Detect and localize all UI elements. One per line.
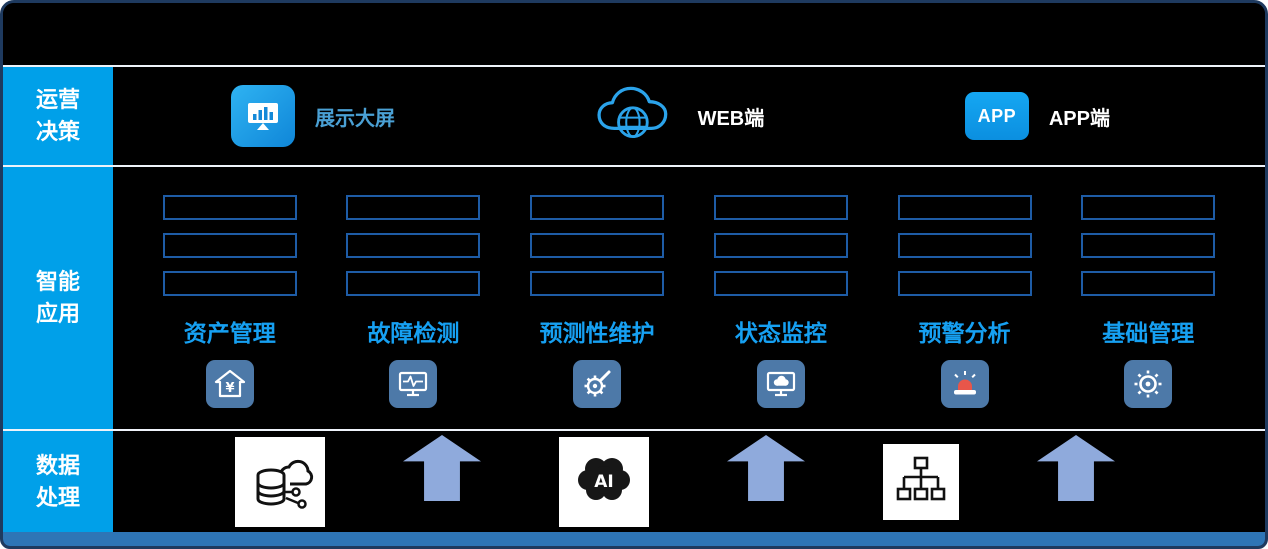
app-column-label: 预警分析 xyxy=(918,320,1011,346)
feature-placeholder-box xyxy=(1081,195,1216,220)
app-label: APP端 xyxy=(1048,107,1110,130)
ai-brain-icon: AI xyxy=(559,436,649,527)
sidebar-section-operations: 运营决策 xyxy=(3,67,113,165)
app-column-label: 资产管理 xyxy=(183,320,276,346)
database-cloud-icon xyxy=(235,436,325,527)
app-column-basic-management: 基础管理 xyxy=(1081,195,1216,408)
row-intelligent-applications: 智能应用 资产管理 ¥ 故障检测 xyxy=(3,165,1265,429)
sidebar-label: 数据处理 xyxy=(35,452,80,510)
ai-label: AI xyxy=(594,472,613,492)
bottom-accent-bar xyxy=(3,532,1265,546)
feature-placeholder-box xyxy=(897,233,1032,258)
app-column-label: 基础管理 xyxy=(1102,320,1195,346)
up-arrow-icon xyxy=(403,435,481,501)
feature-placeholder-box xyxy=(1081,233,1216,258)
sidebar-label: 智能应用 xyxy=(35,269,80,326)
app-column-predictive-maintenance: 预测性维护 xyxy=(530,195,665,408)
feature-placeholder-box xyxy=(713,233,848,258)
alarm-beacon-icon xyxy=(940,360,989,408)
svg-text:¥: ¥ xyxy=(225,381,234,396)
feature-placeholder-box xyxy=(1081,271,1216,296)
monitor-cloud-icon xyxy=(756,360,805,408)
gear-tool-icon xyxy=(573,360,622,408)
feature-placeholder-box xyxy=(530,271,665,296)
feature-placeholder-box xyxy=(897,195,1032,220)
display-screen-label: 展示大屏 xyxy=(315,107,395,130)
monitor-pulse-icon xyxy=(389,360,438,408)
web-label: WEB端 xyxy=(697,107,765,130)
data-row-content: AI xyxy=(113,431,1265,532)
feature-placeholder-box xyxy=(530,195,665,220)
app-badge-icon: APP xyxy=(964,92,1029,140)
app-column-asset-management: 资产管理 ¥ xyxy=(162,195,297,408)
org-chart-icon xyxy=(883,443,959,520)
access-row-content: 展示大屏 WEB端 APP APP端 xyxy=(113,67,1265,165)
feature-placeholder-box xyxy=(346,271,481,296)
feature-placeholder-box xyxy=(162,195,297,220)
row-data-processing: 数据处理 xyxy=(3,429,1265,532)
apps-row-content: 资产管理 ¥ 故障检测 xyxy=(113,167,1265,429)
feature-placeholder-box xyxy=(713,195,848,220)
feature-placeholder-box xyxy=(346,233,481,258)
cloud-globe-icon xyxy=(596,83,678,150)
dashboard-screen-icon xyxy=(231,85,295,147)
feature-placeholder-box xyxy=(346,195,481,220)
feature-placeholder-box xyxy=(162,233,297,258)
house-yen-icon: ¥ xyxy=(205,360,254,408)
access-item-app: APP APP端 xyxy=(964,92,1110,140)
app-column-label: 故障检测 xyxy=(367,320,460,346)
feature-placeholder-box xyxy=(713,271,848,296)
sidebar-section-applications: 智能应用 xyxy=(3,167,113,429)
feature-placeholder-box xyxy=(162,271,297,296)
feature-placeholder-box xyxy=(530,233,665,258)
up-arrow-icon xyxy=(727,435,805,501)
app-column-warning-analysis: 预警分析 xyxy=(897,195,1032,408)
sidebar-label: 运营决策 xyxy=(35,87,80,144)
sidebar-section-data-processing: 数据处理 xyxy=(3,431,113,532)
title-bar xyxy=(3,3,1265,65)
app-column-fault-detection: 故障检测 xyxy=(346,195,481,408)
gear-icon xyxy=(1124,360,1173,408)
app-column-label: 预测性维护 xyxy=(539,320,655,346)
access-item-display-screen: 展示大屏 xyxy=(231,85,395,147)
app-column-status-monitoring: 状态监控 xyxy=(713,195,848,408)
app-column-label: 状态监控 xyxy=(734,320,827,346)
up-arrow-icon xyxy=(1037,435,1115,501)
access-item-web: WEB端 xyxy=(596,83,765,150)
feature-placeholder-box xyxy=(897,271,1032,296)
row-operations-decision: 运营决策 展示大屏 xyxy=(3,65,1265,165)
